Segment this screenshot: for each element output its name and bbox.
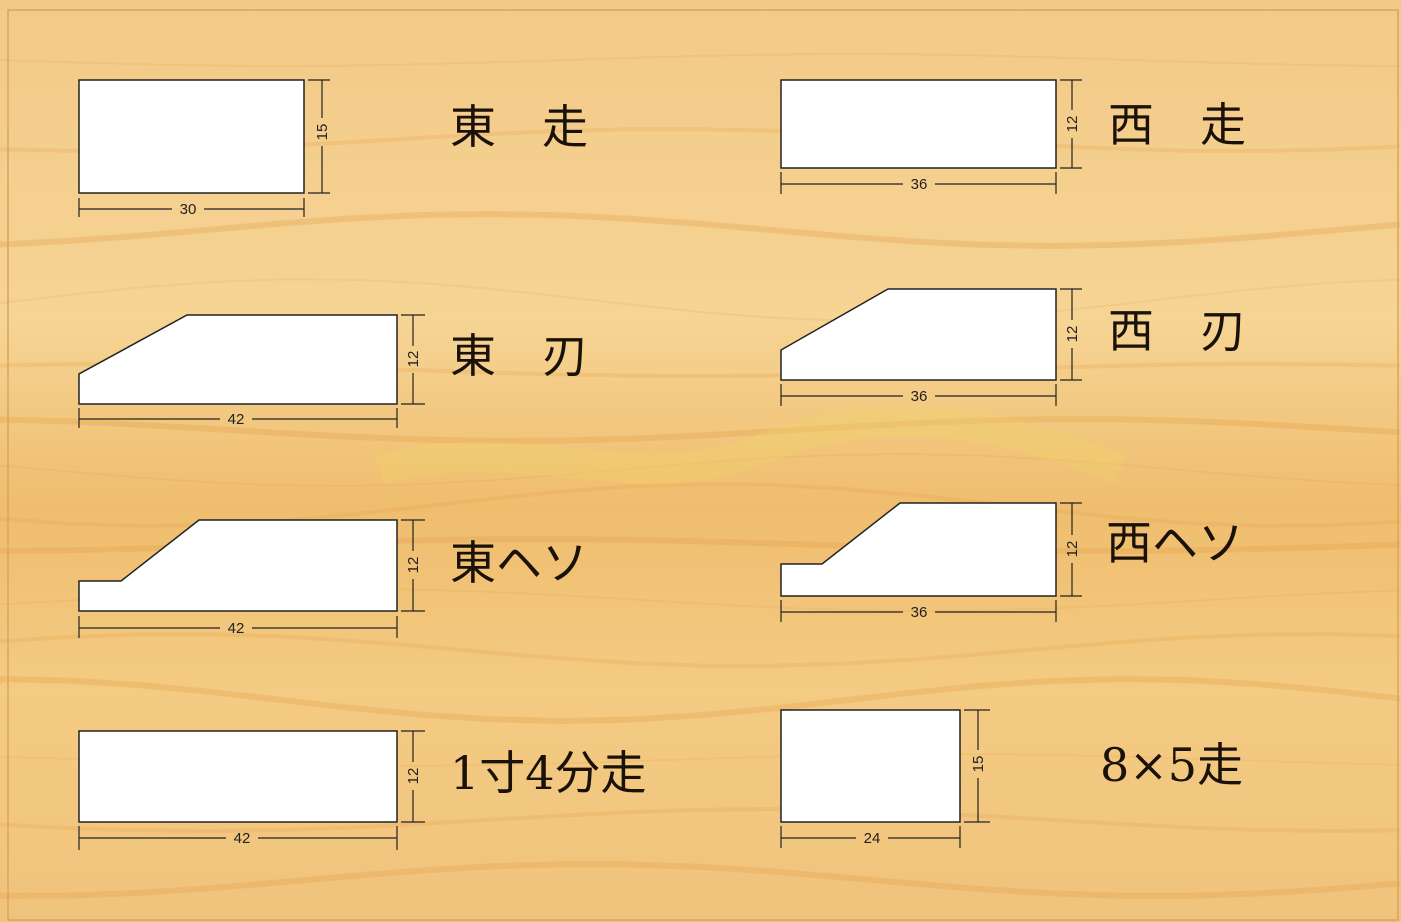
width-dimension (780, 826, 961, 848)
height-dimension (401, 730, 425, 823)
profile-higashi-heso: 42 12 (78, 519, 425, 638)
width-label: 36 (911, 176, 928, 193)
profile-name-higashi-ha: 東 刃 (450, 329, 588, 383)
profile-name-higashi-heso: 東ヘソ (450, 536, 588, 590)
height-label: 15 (314, 124, 331, 141)
height-label: 12 (405, 768, 422, 785)
board-frame (7, 9, 1399, 921)
width-dimension (780, 172, 1057, 194)
grain-line (0, 210, 1401, 250)
profile-shape (78, 519, 398, 612)
profile-name-higashi-hashiri: 東 走 (450, 100, 588, 154)
width-label: 36 (911, 604, 928, 621)
grain-line (0, 52, 1401, 68)
grain-line (0, 806, 1401, 834)
profile-higashi-ha: 42 12 (78, 314, 425, 428)
width-dimension (78, 408, 398, 428)
grain-line (0, 861, 1401, 899)
grain-line (0, 452, 1401, 487)
profile-hachi-go-hashiri: 24 15 (780, 709, 990, 848)
grain-line (0, 675, 1401, 725)
width-dimension (780, 600, 1057, 622)
height-label: 15 (970, 756, 987, 773)
width-label: 42 (234, 830, 251, 847)
profile-shape (78, 730, 398, 823)
profile-nishi-ha: 36 12 (780, 288, 1082, 406)
profile-name-hachi-go-hashiri: 8×5走 (1100, 738, 1244, 792)
width-label: 42 (228, 411, 245, 428)
width-dimension (78, 616, 398, 638)
profile-name-nishi-hashiri: 西 走 (1108, 98, 1246, 152)
profile-shape (780, 709, 961, 823)
height-dimension (401, 519, 425, 612)
height-dimension (401, 314, 425, 405)
width-label: 30 (180, 201, 197, 218)
profile-name-nishi-ha: 西 刃 (1108, 304, 1246, 358)
width-dimension (78, 826, 398, 850)
height-dimension (308, 79, 330, 194)
height-label: 12 (405, 351, 422, 368)
width-label: 36 (911, 388, 928, 405)
height-dimension (1060, 502, 1082, 597)
height-dimension (964, 709, 990, 823)
width-dimension (78, 198, 305, 217)
height-dimension (1060, 288, 1082, 381)
profile-shape (78, 314, 398, 405)
width-label: 42 (228, 620, 245, 637)
grain-line (0, 278, 1401, 322)
grain-line (0, 482, 1401, 528)
grain-line (0, 416, 1401, 444)
width-dimension (780, 384, 1057, 406)
height-label: 12 (405, 557, 422, 574)
grain-streak (375, 406, 1126, 485)
profile-name-nishi-heso: 西ヘソ (1106, 516, 1244, 570)
profile-shape (78, 79, 305, 194)
profile-name-issun-yonbu-hashiri: 1寸4分走 (450, 746, 647, 800)
height-dimension (1060, 79, 1082, 169)
profile-issun-yonbu-hashiri: 42 12 (78, 730, 425, 850)
profile-shape (780, 502, 1057, 597)
height-label: 12 (1064, 116, 1081, 133)
grain-line (0, 632, 1401, 668)
profile-nishi-hashiri: 36 12 (780, 79, 1082, 194)
profile-higashi-hashiri: 30 15 (78, 79, 331, 218)
width-label: 24 (864, 830, 881, 847)
profile-shape (780, 288, 1057, 381)
profile-nishi-heso: 36 12 (780, 502, 1082, 622)
height-label: 12 (1064, 541, 1081, 558)
height-label: 12 (1064, 326, 1081, 343)
profile-shape (780, 79, 1057, 169)
